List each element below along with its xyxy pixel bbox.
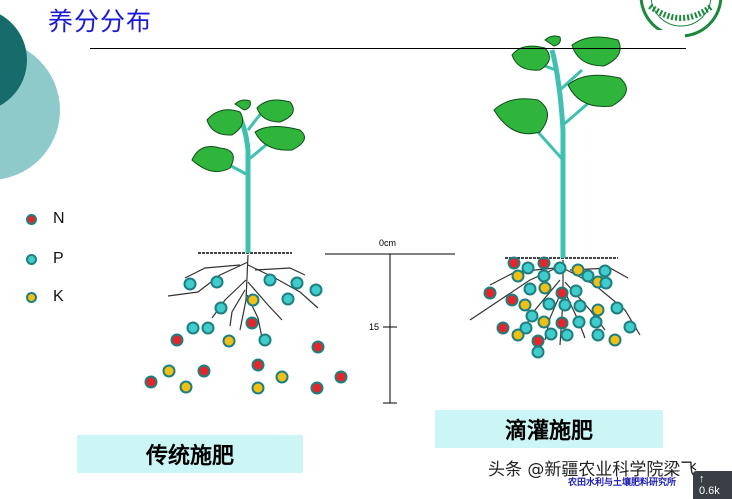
nutrient-dot-k [538,281,552,295]
nutrient-dot-p [623,320,637,334]
nutrient-dot-n [144,375,158,389]
legend-item-p: P [26,248,64,270]
watermark-text: 头条 @新疆农业科学院梁飞 [488,460,698,480]
nutrient-dot-p [573,299,587,313]
nutrient-dot-p [525,309,539,323]
nutrient-dot-k [179,380,193,394]
nutrient-dot-p [531,345,545,359]
nutrient-dot-p [281,292,295,306]
legend-label-n: N [53,210,65,227]
nutrient-dot-p [589,315,603,329]
nutrient-dot-k [571,263,585,277]
speed-indicator: ↑ 0.6k [693,471,732,499]
nutrient-dot-p [598,264,612,278]
legend-label-k: K [53,288,64,305]
nutrient-dot-p [591,328,605,342]
nutrient-dot-k [246,293,260,307]
nutrient-dot-n [334,370,348,384]
nutrient-dot-k [518,298,532,312]
nutrient-dot-k [222,334,236,348]
depth-scale [325,253,455,404]
nutrient-dot-n [537,256,551,270]
nutrient-dot-p [569,284,583,298]
nutrient-dot-n [505,293,519,307]
nutrient-dot-k [608,333,622,347]
nutrient-dot-n [496,321,510,335]
legend-item-k: K [26,286,64,308]
slide-title: 养分分布 [48,7,153,36]
nutrient-dot-n [197,364,211,378]
title-divider [90,48,686,49]
nutrient-dot-p [183,277,197,291]
nutrient-dot-k [511,328,525,342]
nutrient-dot-p [581,269,595,283]
drip-nutrient-dots [483,256,637,359]
deco-circle-dark [0,14,27,106]
legend-dot-p [26,253,37,265]
nutrient-dot-p [186,321,200,335]
nutrient-dot-k [591,303,605,317]
traditional-plant [150,95,355,355]
nutrient-dot-k [511,269,525,283]
nutrient-dot-k [251,381,265,395]
nutrient-dot-n [311,340,325,354]
nutrient-dot-n [507,256,521,270]
legend-dot-k [26,291,37,303]
nutrient-dot-p [553,261,567,275]
nutrient-dot-n [251,358,265,372]
nutrient-dot-p [309,283,323,297]
nutrient-dot-p [201,321,215,335]
legend-dot-n [26,213,37,225]
nutrient-dot-n [555,316,569,330]
nutrient-dot-k [275,370,289,384]
nutrient-dot-n [555,286,569,300]
nutrient-dot-k [537,315,551,329]
nutrient-dot-n [310,381,324,395]
nutrient-dot-p [542,297,556,311]
nutrient-dot-p [263,273,277,287]
traditional-label: 传统施肥 [77,435,303,473]
nutrient-dot-k [162,364,176,378]
nutrient-dot-n [245,316,259,330]
nutrient-dot-p [258,333,272,347]
nutrient-dot-n [170,333,184,347]
nutrient-dot-p [210,275,224,289]
scale-label-15: 15 [369,322,380,332]
footer-institute: 农田水利与土壤肥料研究所 [568,478,677,488]
legend-label-p: P [53,250,64,267]
nutrient-dot-p [290,276,304,290]
nutrient-dot-p [523,282,537,296]
nutrient-dot-n [483,286,497,300]
nutrient-dot-p [599,276,613,290]
nutrient-dot-p [519,321,533,335]
slide-graphics [0,0,723,404]
nutrient-dot-p [572,315,586,329]
traditional-nutrient-dots [144,273,348,395]
drip-plant [455,30,685,400]
nutrient-dot-p [544,327,558,341]
nutrient-dot-p [521,261,535,275]
scale-label-0cm: 0cm [379,238,397,248]
nutrient-dot-p [214,301,228,315]
drip-label: 滴灌施肥 [435,410,663,448]
nutrient-dot-p [560,328,574,342]
legend-item-n: N [26,208,65,230]
nutrient-dot-n [531,334,545,348]
nutrient-dot-p [610,301,624,315]
nutrient-dot-p [537,269,551,283]
nutrient-dot-p [558,298,572,312]
